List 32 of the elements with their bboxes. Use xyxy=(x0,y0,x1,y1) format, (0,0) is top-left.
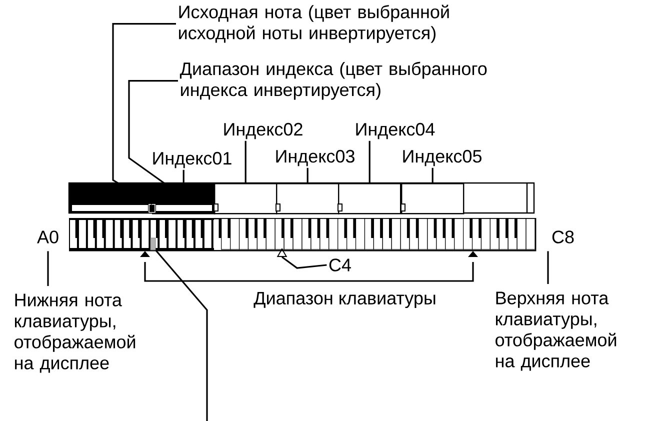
callout-text: Диапазон индекса (цвет выбранного индекса инвертируется) xyxy=(180,62,487,100)
index-label: Индекс04 xyxy=(356,122,435,140)
note-label: C4 xyxy=(329,258,351,272)
index-segment xyxy=(214,183,278,214)
range-label: Диапазон клавиатуры xyxy=(254,292,436,308)
key-marker xyxy=(150,238,156,250)
index-segment xyxy=(338,183,402,214)
leader-line xyxy=(282,256,327,269)
keyboard-drawing xyxy=(69,218,536,252)
index-label: Индекс03 xyxy=(276,150,354,166)
leader-line xyxy=(547,251,549,284)
note-marker xyxy=(148,204,156,213)
callout-text: Нижняя нота клавиатуры, отображаемой на дисплее xyxy=(14,294,136,373)
leader-line xyxy=(128,80,178,184)
leader-line xyxy=(155,250,208,421)
index-segment xyxy=(400,183,464,214)
leader-line xyxy=(244,140,246,183)
callout-text: Верхняя нота клавиатуры, отображаемой на дисплее xyxy=(496,292,616,371)
callout-text: Исходная нота (цвет выбранной исходной ноты инвертируется) xyxy=(179,4,449,43)
leader-line xyxy=(47,251,49,286)
note-label: C8 xyxy=(552,230,574,244)
index-segment xyxy=(152,183,216,214)
index-label: Индекс02 xyxy=(224,122,302,140)
leader-line xyxy=(306,168,308,183)
leader-line xyxy=(182,170,184,183)
leader-line xyxy=(432,168,434,183)
index-label: Индекс05 xyxy=(403,150,482,166)
note-label: A0 xyxy=(37,230,58,244)
index-segment xyxy=(276,183,340,214)
index-label: Индекс01 xyxy=(153,152,232,168)
leader-line xyxy=(368,140,370,183)
leader-line xyxy=(112,23,176,205)
